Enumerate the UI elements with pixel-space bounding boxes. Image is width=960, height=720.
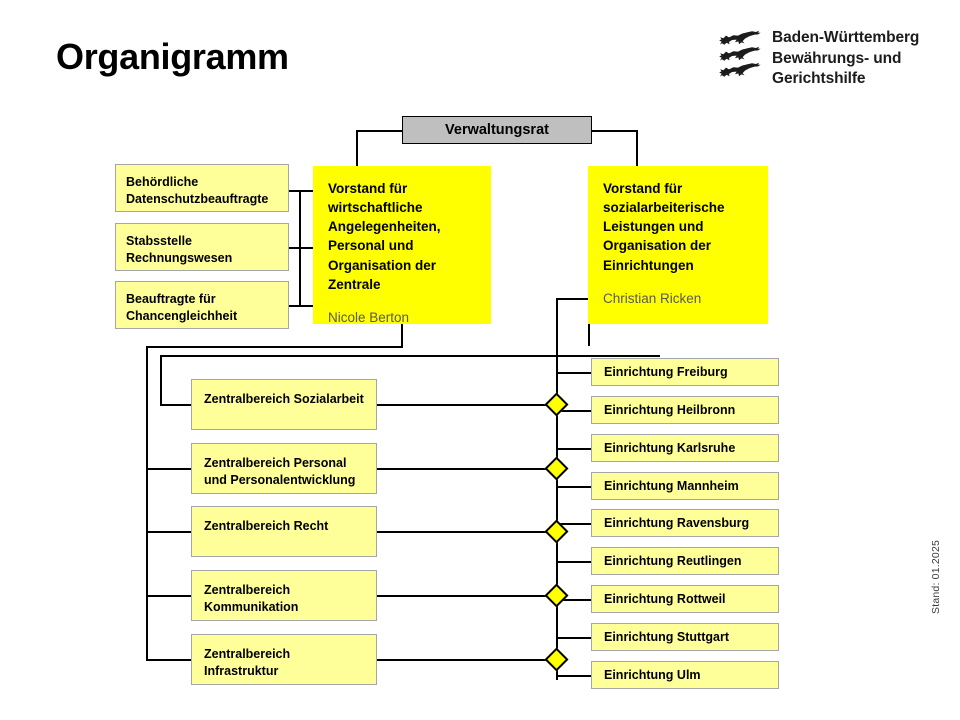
page-title: Organigramm bbox=[56, 36, 289, 77]
stand-date: Stand: 01.2025 bbox=[930, 539, 942, 614]
connector-facility-6 bbox=[556, 561, 592, 563]
connector-facility-9 bbox=[556, 675, 592, 677]
node-title: Vorstand für sozialarbeiterische Leistun… bbox=[603, 181, 725, 273]
node-division-recht[interactable]: Zentralbereich Recht bbox=[191, 506, 377, 557]
node-person: Christian Ricken bbox=[603, 290, 702, 306]
node-label: Stabsstelle Rechnungswesen bbox=[126, 234, 233, 265]
connector-staff-1 bbox=[289, 190, 315, 192]
connector-facility-1 bbox=[556, 372, 592, 374]
node-facility-mannheim[interactable]: Einrichtung Mannheim bbox=[591, 472, 779, 500]
node-label: Einrichtung Reutlingen bbox=[604, 553, 742, 568]
lion-icon bbox=[719, 62, 761, 77]
crosslink-division-2 bbox=[377, 468, 557, 470]
node-label: Einrichtung Heilbronn bbox=[604, 402, 736, 417]
node-division-personal[interactable]: Zentralbereich Personal und Personalentw… bbox=[191, 443, 377, 494]
node-label: Einrichtung Freiburg bbox=[604, 364, 728, 379]
connector-division-3 bbox=[146, 531, 192, 533]
connector-council-right-drop bbox=[636, 130, 638, 166]
crosslink-division-5 bbox=[377, 659, 557, 661]
node-label: Einrichtung Ravensburg bbox=[604, 515, 750, 530]
logo-line-1: Baden-Württemberg bbox=[772, 29, 920, 46]
crosslink-division-1 bbox=[377, 404, 557, 406]
connector-board-left-drop bbox=[401, 324, 403, 348]
node-label: Einrichtung Ulm bbox=[604, 667, 701, 682]
node-vorstand-wirtschaft[interactable]: Vorstand für wirtschaftliche Angelegenhe… bbox=[313, 166, 491, 325]
junction-diamond-5 bbox=[544, 647, 569, 672]
node-facility-heilbronn[interactable]: Einrichtung Heilbronn bbox=[591, 396, 779, 424]
connector-division-2 bbox=[146, 468, 192, 470]
node-label: Zentralbereich Infrastruktur bbox=[204, 647, 291, 678]
connector-division-5 bbox=[146, 659, 192, 661]
node-label: Zentralbereich Kommunikation bbox=[204, 583, 299, 614]
node-facility-rottweil[interactable]: Einrichtung Rottweil bbox=[591, 585, 779, 613]
connector-facilities-trunk bbox=[556, 298, 558, 680]
node-label: Einrichtung Mannheim bbox=[604, 478, 739, 493]
connector-board-right-run bbox=[556, 298, 590, 300]
node-label: Einrichtung Karlsruhe bbox=[604, 440, 736, 455]
node-vorstand-sozialarbeit[interactable]: Vorstand für sozialarbeiterische Leistun… bbox=[588, 166, 768, 324]
node-staff-rechnungswesen[interactable]: Stabsstelle Rechnungswesen bbox=[115, 223, 289, 271]
junction-diamond-1 bbox=[544, 392, 569, 417]
junction-diamond-4 bbox=[544, 583, 569, 608]
connector-division-1-top bbox=[160, 355, 660, 357]
connector-division-1 bbox=[160, 404, 192, 406]
node-label: Einrichtung Rottweil bbox=[604, 591, 726, 606]
connector-facility-3 bbox=[556, 448, 592, 450]
connector-council-left bbox=[356, 130, 402, 132]
node-verwaltungsrat[interactable]: Verwaltungsrat bbox=[402, 116, 592, 144]
node-label: Behördliche Datenschutzbeauftragte bbox=[126, 175, 269, 206]
logo-line-2: Bewährungs- und bbox=[772, 49, 902, 67]
connector-board-left-run bbox=[146, 346, 403, 348]
connector-facility-2 bbox=[556, 410, 592, 412]
connector-staff-2 bbox=[289, 247, 315, 249]
node-title: Vorstand für wirtschaftliche Angelegenhe… bbox=[328, 181, 441, 292]
connector-division-1-drop bbox=[160, 355, 162, 404]
connector-council-left-drop bbox=[356, 130, 358, 166]
node-person: Nicole Berton bbox=[328, 309, 410, 325]
junction-diamond-2 bbox=[544, 456, 569, 481]
node-label: Zentralbereich Personal und Personalentw… bbox=[204, 456, 356, 487]
logo-wordmark: Baden-Württemberg Bewährungs- und Gerich… bbox=[772, 28, 919, 90]
connector-facility-5 bbox=[556, 523, 592, 525]
node-staff-datenschutz[interactable]: Behördliche Datenschutzbeauftragte bbox=[115, 164, 289, 212]
node-facility-stuttgart[interactable]: Einrichtung Stuttgart bbox=[591, 623, 779, 651]
node-label: Zentralbereich Sozialarbeit bbox=[204, 392, 364, 406]
lion-icon bbox=[719, 30, 761, 45]
connector-facility-7 bbox=[556, 599, 592, 601]
connector-facility-8 bbox=[556, 637, 592, 639]
node-division-sozialarbeit[interactable]: Zentralbereich Sozialarbeit bbox=[191, 379, 377, 430]
node-facility-reutlingen[interactable]: Einrichtung Reutlingen bbox=[591, 547, 779, 575]
node-label: Zentralbereich Recht bbox=[204, 519, 329, 533]
logo-line-3: Gerichtshilfe bbox=[772, 70, 866, 88]
connector-facility-4 bbox=[556, 486, 592, 488]
connector-staff-3 bbox=[289, 305, 315, 307]
connector-division-4 bbox=[146, 595, 192, 597]
node-staff-chancengleichheit[interactable]: Beauftragte für Chancengleichheit bbox=[115, 281, 289, 329]
node-facility-ulm[interactable]: Einrichtung Ulm bbox=[591, 661, 779, 689]
node-label: Einrichtung Stuttgart bbox=[604, 629, 729, 644]
baden-wuerttemberg-logo: Baden-Württemberg Bewährungs- und Gerich… bbox=[718, 28, 919, 90]
connector-divisions-spine bbox=[146, 346, 148, 660]
node-facility-karlsruhe[interactable]: Einrichtung Karlsruhe bbox=[591, 434, 779, 462]
node-division-infrastruktur[interactable]: Zentralbereich Infrastruktur bbox=[191, 634, 377, 685]
crosslink-division-3 bbox=[377, 531, 557, 533]
node-facility-freiburg[interactable]: Einrichtung Freiburg bbox=[591, 358, 779, 386]
three-lions-crest-icon bbox=[718, 28, 762, 77]
connector-council-right bbox=[592, 130, 638, 132]
node-division-kommunikation[interactable]: Zentralbereich Kommunikation bbox=[191, 570, 377, 621]
node-label: Verwaltungsrat bbox=[445, 122, 549, 138]
lion-icon bbox=[719, 46, 761, 61]
node-label: Beauftragte für Chancengleichheit bbox=[126, 292, 238, 323]
crosslink-division-4 bbox=[377, 595, 557, 597]
node-facility-ravensburg[interactable]: Einrichtung Ravensburg bbox=[591, 509, 779, 537]
